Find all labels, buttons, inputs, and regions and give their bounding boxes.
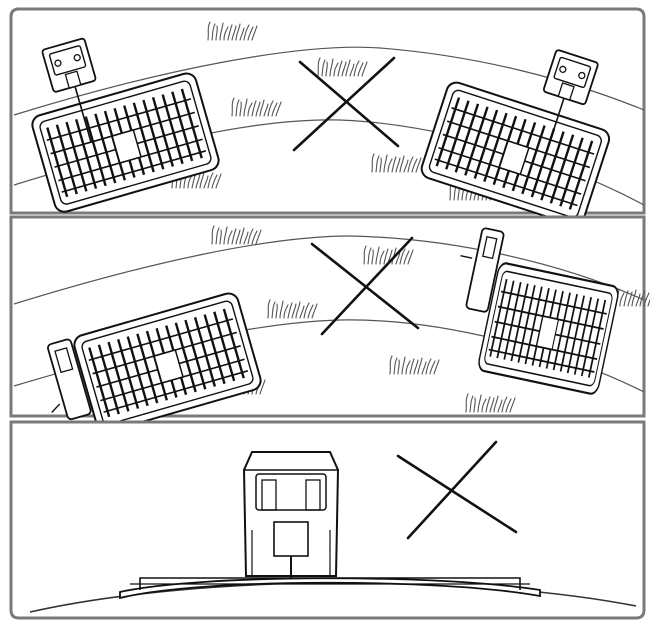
hill-upper-outline	[13, 235, 645, 305]
cross-mark-icon	[310, 236, 420, 336]
charging-station-icon	[47, 289, 265, 436]
charging-station-icon	[417, 48, 613, 229]
cross-mark-icon	[396, 440, 518, 540]
charging-station-icon	[28, 37, 223, 216]
panel-slope-crest	[9, 7, 646, 229]
panel-convex-mound	[9, 420, 646, 620]
charging-station-icon	[119, 451, 541, 600]
panel-slope-side	[9, 215, 650, 436]
cross-mark-icon	[292, 56, 400, 152]
charging-station-icon	[460, 227, 622, 397]
